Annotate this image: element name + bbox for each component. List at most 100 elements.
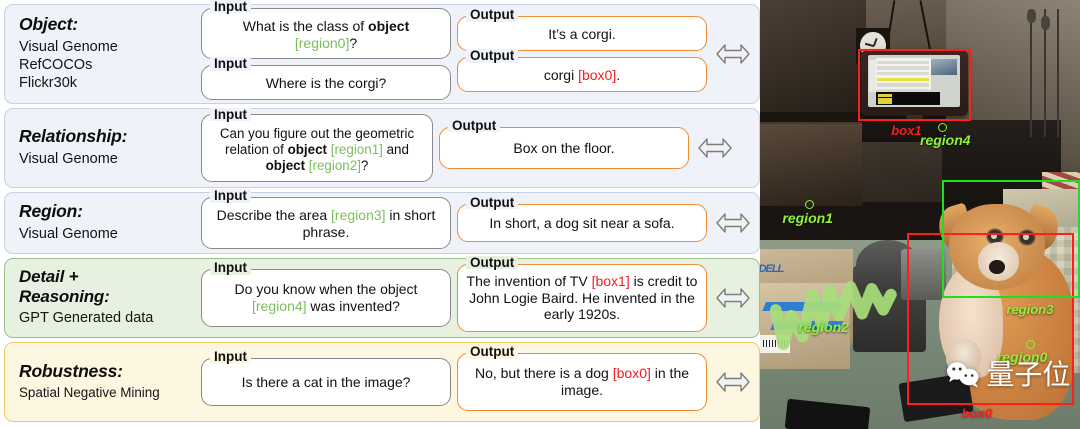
tv-menu-sidebar: [869, 60, 876, 93]
output-label: Output: [466, 256, 519, 270]
text-run: Where is the corgi?: [265, 75, 387, 92]
io-pairs-object: Input What is the class of object [regio…: [201, 0, 759, 103]
text-run: Can you figure out the geometric relatio…: [219, 125, 415, 157]
left-right-double-arrow-icon: [713, 43, 753, 65]
left-right-double-arrow-icon: [713, 371, 753, 393]
point-region0: [1025, 340, 1035, 349]
golf-club: [1043, 8, 1046, 138]
bbox-label-box0: box0: [961, 406, 992, 421]
output-column: Output Box on the floor.: [439, 109, 689, 187]
category-title: Detail +: [19, 266, 79, 286]
text-run-bold: object: [368, 17, 410, 34]
text-run: and: [382, 141, 409, 157]
input-label: Input: [210, 350, 251, 364]
output-column: Output It’s a corgi. Output corgi [box0]…: [457, 5, 707, 103]
scribble-region2: [769, 281, 897, 351]
output-box: Output Box on the floor.: [439, 119, 689, 170]
table-row-region: Region: Visual Genome Input Describe the…: [4, 189, 760, 254]
output-label: Output: [466, 49, 519, 63]
category-source-line: Flickr30k: [19, 74, 78, 91]
text-run: in short phrase.: [302, 207, 436, 240]
bbox-region3: [942, 180, 1080, 298]
input-label: Input: [210, 57, 251, 71]
annotation-layer: box1 box0 region3 region4 region1 region…: [760, 0, 1080, 429]
input-box: Input What is the class of object [regio…: [201, 0, 451, 60]
output-column: Output In short, a dog sit near a sofa.: [457, 193, 707, 253]
category-source-line: Spatial Negative Mining: [19, 385, 160, 401]
box-token: [box0]: [578, 67, 617, 83]
input-box: Input Do you know when the object [regio…: [201, 261, 451, 327]
box-token: [box0]: [612, 365, 651, 382]
text-run: Is there a cat in the image?: [241, 373, 411, 390]
point-label-region0: region0: [996, 349, 1048, 365]
output-label: Output: [448, 119, 501, 133]
region-token: [region4]: [252, 298, 307, 314]
output-text: In short, a dog sit near a sofa.: [464, 215, 700, 232]
golf-clubs: [1026, 8, 1071, 138]
input-label: Input: [210, 108, 251, 122]
output-label: Output: [466, 196, 519, 210]
left-right-double-arrow-icon: [695, 137, 735, 159]
input-text: Describe the area [region3] in short phr…: [210, 207, 442, 241]
golf-club: [1030, 8, 1033, 138]
io-pairs-robustness: Input Is there a cat in the image? Outpu…: [201, 343, 759, 421]
tv-menu-thumbnail: [931, 58, 957, 76]
output-label: Output: [466, 345, 519, 359]
input-column: Input What is the class of object [regio…: [201, 0, 451, 103]
output-column: Output No, but there is a dog [box0] in …: [457, 343, 707, 421]
tv-menu-row: [877, 71, 930, 76]
region-token: [region3]: [331, 207, 386, 224]
tv-menu-row: [877, 66, 930, 70]
output-label: Output: [466, 8, 519, 22]
text-run-bold: object: [265, 158, 306, 174]
io-pairs-relationship: Input Can you figure out the geometric r…: [201, 108, 759, 187]
output-text: No, but there is a dog [box0] in the ima…: [464, 365, 700, 399]
input-box: Input Where is the corgi?: [201, 57, 451, 101]
output-box: Output corgi [box0].: [457, 49, 707, 92]
tv-menu: [875, 58, 931, 93]
output-text: The invention of TV [box1] is credit to …: [464, 273, 700, 324]
bbox-box1: [857, 49, 972, 121]
output-box: Output It’s a corgi.: [457, 8, 707, 51]
output-box: Output No, but there is a dog [box0] in …: [457, 345, 707, 411]
input-label: Input: [210, 189, 251, 203]
region-token: [region1]: [330, 141, 383, 157]
tv-menu-row-highlighted: [877, 77, 930, 82]
region-token: [region0]: [294, 34, 350, 51]
wechat-icon: [947, 362, 979, 388]
category-source-line: Visual Genome: [19, 225, 118, 242]
category-title: Object:: [19, 14, 78, 35]
category-cell-relationship: Relationship: Visual Genome: [5, 127, 201, 168]
golf-club-head: [1027, 8, 1037, 23]
io-pairs-detail-reasoning: Input Do you know when the object [regio…: [201, 256, 759, 337]
input-label: Input: [210, 0, 251, 14]
point-region1: [804, 200, 814, 209]
text-run: In short, a dog sit near a sofa.: [489, 214, 675, 231]
text-run: in the image.: [560, 365, 690, 398]
text-run: .: [616, 67, 621, 83]
region-token: [region2]: [308, 158, 361, 174]
table-row-object: Object: Visual Genome RefCOCOs Flickr30k…: [4, 0, 760, 104]
input-box: Input Describe the area [region3] in sho…: [201, 189, 451, 249]
category-cell-region: Region: Visual Genome: [5, 202, 201, 243]
text-run: No, but there is a dog: [474, 365, 613, 382]
input-text: Do you know when the object [region4] wa…: [208, 281, 444, 315]
text-run: Do you know when the object: [234, 281, 418, 298]
annotated-photo: DELL box1: [760, 0, 1080, 429]
box-token: [box1]: [591, 272, 630, 289]
input-column: Input Can you figure out the geometric r…: [201, 108, 433, 187]
text-run: Describe the area: [216, 207, 332, 224]
category-title: Robustness:: [19, 361, 123, 382]
text-run: What is the class of: [242, 17, 369, 34]
cabinet: [760, 124, 863, 206]
input-box: Input Can you figure out the geometric r…: [201, 108, 433, 183]
tv-menu-row: [877, 89, 930, 93]
input-column: Input Is there a cat in the image?: [201, 343, 451, 421]
tv-menu-row: [877, 83, 930, 87]
table-row-detail-reasoning: Detail + Reasoning: GPT Generated data I…: [4, 256, 760, 338]
category-title: Region:: [19, 201, 83, 222]
output-text: It’s a corgi.: [466, 26, 698, 43]
golf-club-head: [1040, 16, 1050, 31]
input-text: Is there a cat in the image?: [208, 374, 444, 391]
television: [860, 50, 968, 119]
